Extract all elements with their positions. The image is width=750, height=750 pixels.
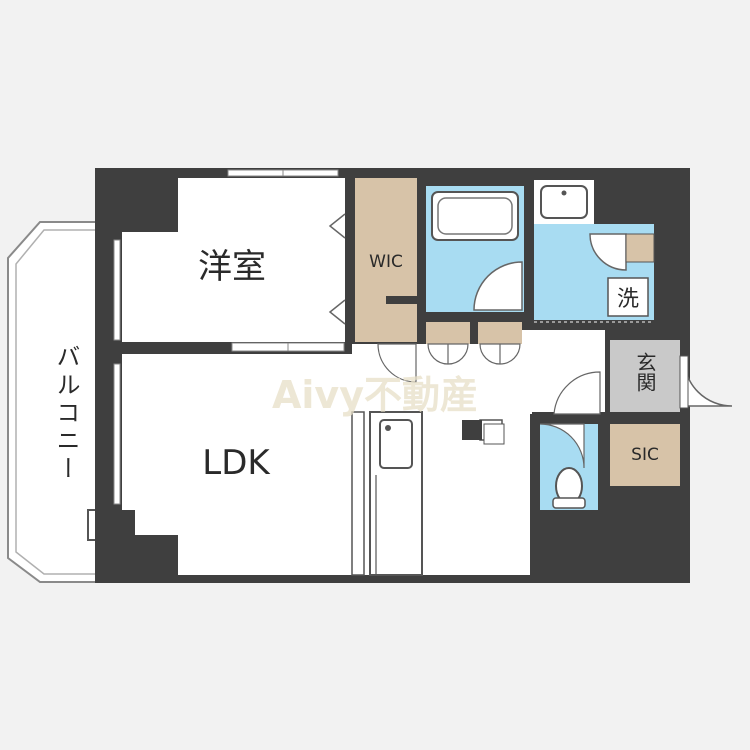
wic-shelf-wall	[386, 296, 417, 304]
hall-door-swing	[553, 371, 601, 415]
pipe-space	[483, 423, 505, 445]
balcony-label: バルコニー	[52, 344, 80, 484]
wic-folding-door	[328, 213, 346, 325]
sic-floor	[610, 424, 680, 486]
kitchen-partition	[351, 411, 365, 576]
faucet-icon	[561, 190, 567, 196]
ldk-floor	[122, 354, 352, 575]
wic-door-swing	[377, 343, 417, 383]
western-room-floor	[122, 178, 345, 342]
entrance-door-frame	[679, 355, 689, 409]
watermark-text: Aivy不動産	[272, 373, 478, 417]
washroom-cabinet	[625, 233, 655, 263]
washbasin-icon	[540, 185, 588, 219]
wic-floor	[355, 178, 417, 342]
sic-label: SIC	[631, 445, 659, 465]
refrigerator-space	[462, 420, 482, 440]
entrance-floor	[610, 340, 680, 412]
closet-right	[478, 322, 522, 344]
ldk-label: LDK	[202, 443, 271, 483]
sink-icon	[379, 419, 413, 469]
entrance-door-swing	[683, 357, 733, 407]
closet-left	[426, 322, 470, 344]
bathtub-inner	[437, 197, 513, 235]
western-room-label: 洋室	[198, 247, 266, 287]
washroom-door-swing	[589, 233, 627, 271]
window-west-lower	[113, 363, 121, 505]
sink-drain-icon	[385, 425, 391, 431]
wic-label: WIC	[369, 252, 403, 272]
entrance-label: 玄関	[633, 352, 657, 392]
bathroom-door-swing	[473, 261, 523, 311]
closet-right-door	[479, 343, 521, 365]
toilet-door-swing	[539, 423, 585, 469]
window-west-upper	[113, 239, 121, 341]
washing-machine-icon	[607, 277, 649, 317]
closet-left-door	[427, 343, 469, 365]
washroom-label: 洗	[617, 287, 639, 312]
toilet-tank-icon	[552, 497, 586, 509]
